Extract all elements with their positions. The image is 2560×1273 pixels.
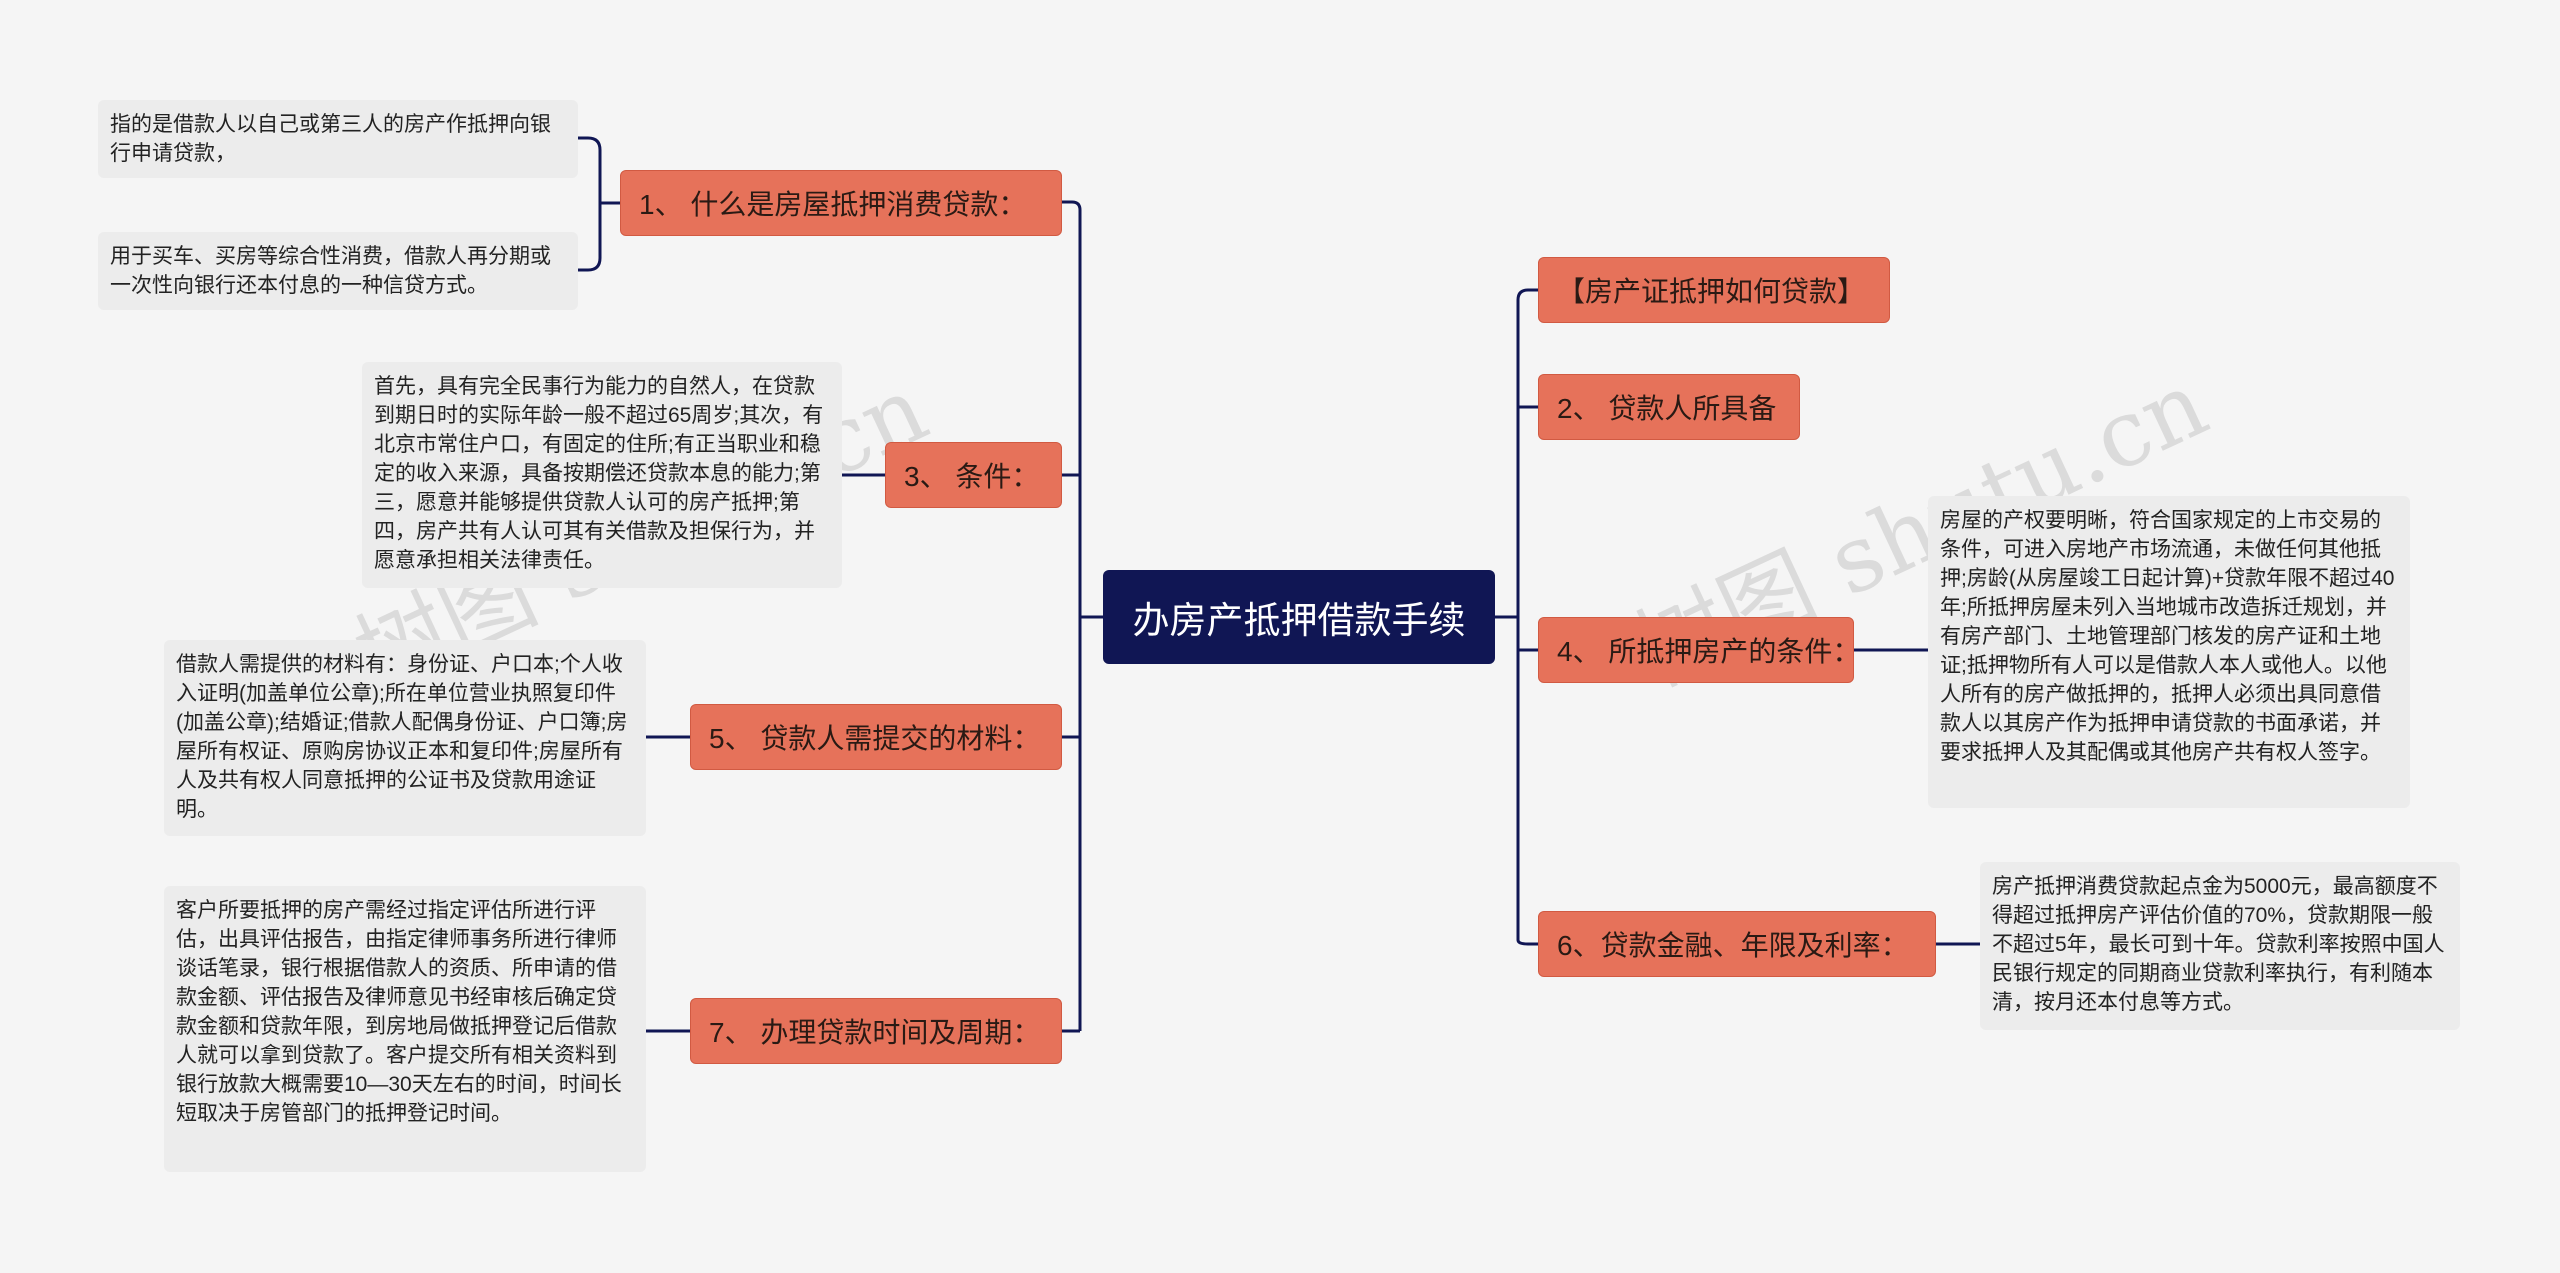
detail-conditions: 首先，具有完全民事行为能力的自然人，在贷款到期日时的实际年龄一般不超过65周岁;… [362, 362, 842, 588]
branch-what-is-mortgage-loan[interactable]: 1、 什么是房屋抵押消费贷款： [620, 170, 1062, 236]
branch-conditions[interactable]: 3、 条件： [885, 442, 1062, 508]
detail-amount-term-rate: 房产抵押消费贷款起点金为5000元，最高额度不得超过抵押房产评估价值的70%，贷… [1980, 862, 2460, 1030]
detail-property-conditions: 房屋的产权要明晰，符合国家规定的上市交易的条件，可进入房地产市场流通，未做任何其… [1928, 496, 2410, 808]
detail-what-is-mortgage-2: 用于买车、买房等综合性消费，借款人再分期或一次性向银行还本付息的一种信贷方式。 [98, 232, 578, 310]
detail-required-materials: 借款人需提供的材料有：身份证、户口本;个人收入证明(加盖单位公章);所在单位营业… [164, 640, 646, 836]
branch-required-materials[interactable]: 5、 贷款人需提交的材料： [690, 704, 1062, 770]
branch-processing-time[interactable]: 7、 办理贷款时间及周期： [690, 998, 1062, 1064]
central-topic[interactable]: 办房产抵押借款手续 [1103, 570, 1495, 664]
branch-borrower-requirements[interactable]: 2、 贷款人所具备 [1538, 374, 1800, 440]
detail-processing-time: 客户所要抵押的房产需经过指定评估所进行评估，出具评估报告，由指定律师事务所进行律… [164, 886, 646, 1172]
branch-how-to-mortgage-loan[interactable]: 【房产证抵押如何贷款】 [1538, 257, 1890, 323]
branch-amount-term-rate[interactable]: 6、贷款金融、年限及利率： [1538, 911, 1936, 977]
detail-what-is-mortgage-1: 指的是借款人以自己或第三人的房产作抵押向银行申请贷款， [98, 100, 578, 178]
branch-property-conditions[interactable]: 4、 所抵押房产的条件： [1538, 617, 1860, 683]
